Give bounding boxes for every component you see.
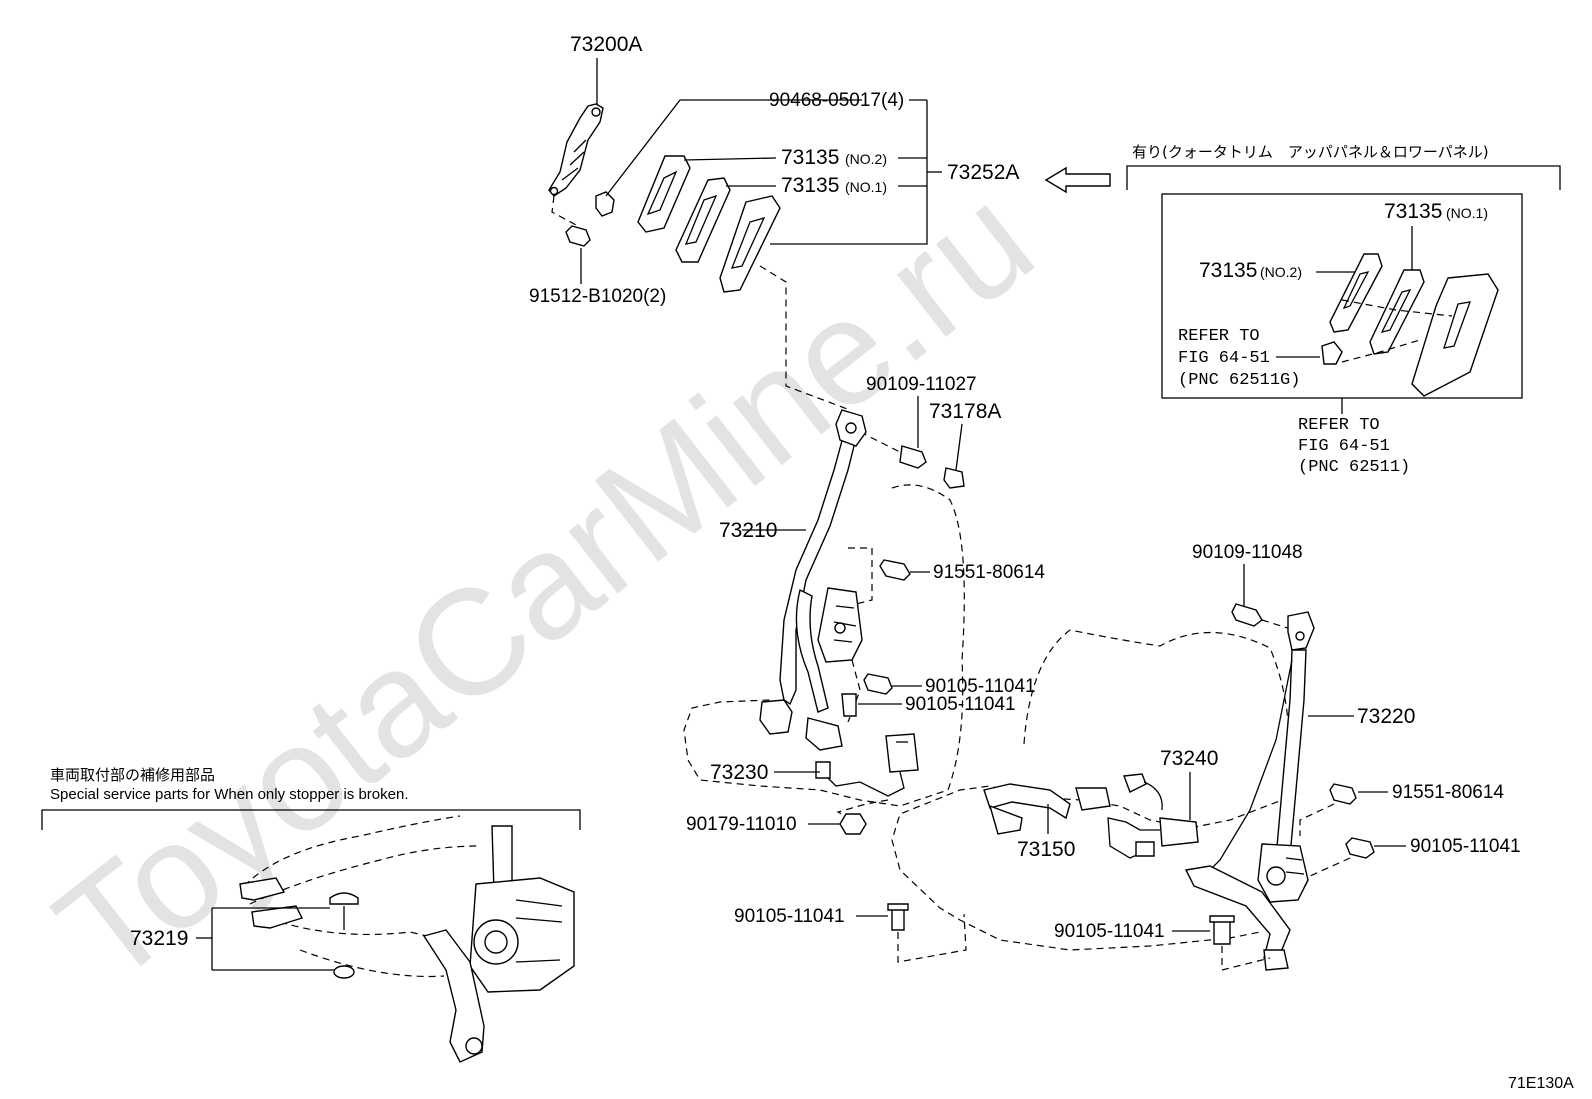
- nut-90179: [839, 813, 867, 835]
- bolt-90109-11048: [1231, 603, 1263, 627]
- below-refer-2: FIG 64-51: [1298, 437, 1390, 456]
- label-73200A: 73200A: [570, 33, 642, 56]
- label-90179: 90179-11010: [686, 814, 797, 835]
- inset-sub-no2: (NO.2): [1260, 264, 1302, 280]
- label-90109-11048: 90109-11048: [1192, 542, 1303, 563]
- inset-header-jp: 有り(クォータトリム アッパパネル＆ロワーパネル): [1132, 143, 1489, 161]
- label-91551-right: 91551-80614: [1392, 782, 1504, 803]
- label-91512: 91512-B1020(2): [529, 286, 666, 307]
- label-73135-no2-top: 73135: [781, 146, 839, 169]
- inset-sub-no1: (NO.1): [1446, 205, 1488, 221]
- special-title-jp: 車両取付部の補修用部品: [50, 766, 215, 784]
- label-73135-no1-top: 73135: [781, 174, 839, 197]
- cover-73135-no2: [637, 155, 691, 233]
- buckle-73230: [885, 733, 919, 773]
- label-73219: 73219: [130, 927, 188, 950]
- buckle-73240: [1159, 817, 1199, 847]
- label-90105-b: 90105-11041: [905, 694, 1016, 715]
- label-90105-d: 90105-11041: [1410, 836, 1521, 857]
- bolt-91512: [565, 225, 591, 247]
- belt-73150: [983, 783, 1071, 820]
- label-90105-c: 90105-11041: [734, 906, 845, 927]
- label-73220: 73220: [1357, 705, 1415, 728]
- bolt-90105-a: [863, 673, 893, 695]
- arrow-icon: [1044, 166, 1111, 194]
- sub-no1-top: (NO.1): [845, 179, 887, 195]
- inset-clip: [1321, 341, 1343, 365]
- below-refer-1: REFER TO: [1298, 416, 1380, 435]
- cap-73178A: [943, 467, 965, 489]
- inset-cover-no1: [1369, 269, 1425, 355]
- figure-id: 71E130A: [1508, 1075, 1574, 1092]
- belt-73210: [779, 425, 859, 706]
- stopper-washer: [333, 965, 355, 979]
- inset-panel: [1411, 273, 1499, 397]
- label-91551-left: 91551-80614: [933, 562, 1045, 583]
- belt-73220: [1275, 649, 1307, 859]
- label-90105-a: 90105-11041: [925, 676, 1036, 697]
- clip-90468: [595, 191, 615, 217]
- label-73252A: 73252A: [947, 161, 1019, 184]
- inset-73135-no1: 73135: [1384, 200, 1442, 223]
- bolt-90105-c: [891, 907, 905, 931]
- below-refer-3: (PNC 62511): [1298, 458, 1410, 477]
- bolt-91551-left: [879, 559, 911, 581]
- inset-73135-no2: 73135: [1199, 259, 1257, 282]
- inset-cover-no2: [1329, 253, 1383, 333]
- cover-73135-no1: [675, 177, 731, 263]
- label-73230: 73230: [710, 761, 768, 784]
- inset-refer-2: FIG 64-51: [1178, 349, 1270, 368]
- special-title-en: Special service parts for When only stop…: [50, 786, 409, 803]
- label-90109-11027: 90109-11027: [866, 374, 977, 395]
- bolt-91551-right: [1329, 783, 1357, 805]
- bolt-90105-b: [841, 693, 857, 717]
- seat-outline-left: [683, 484, 965, 807]
- sub-no2-top: (NO.2): [845, 151, 887, 167]
- label-73210: 73210: [719, 519, 777, 542]
- inset-refer-1: REFER TO: [1178, 327, 1260, 346]
- label-73240: 73240: [1160, 747, 1218, 770]
- bolt-90109-11027: [899, 445, 927, 469]
- label-73178A: 73178A: [929, 400, 1001, 423]
- label-90105-e: 90105-11041: [1054, 921, 1165, 942]
- label-73150: 73150: [1017, 838, 1075, 861]
- bolt-90105-e: [1213, 919, 1231, 945]
- label-90468: 90468-05017(4): [769, 90, 904, 111]
- inset-refer-3: (PNC 62511G): [1178, 371, 1300, 390]
- stopper-button: [329, 892, 359, 905]
- bolt-90105-d: [1345, 837, 1375, 859]
